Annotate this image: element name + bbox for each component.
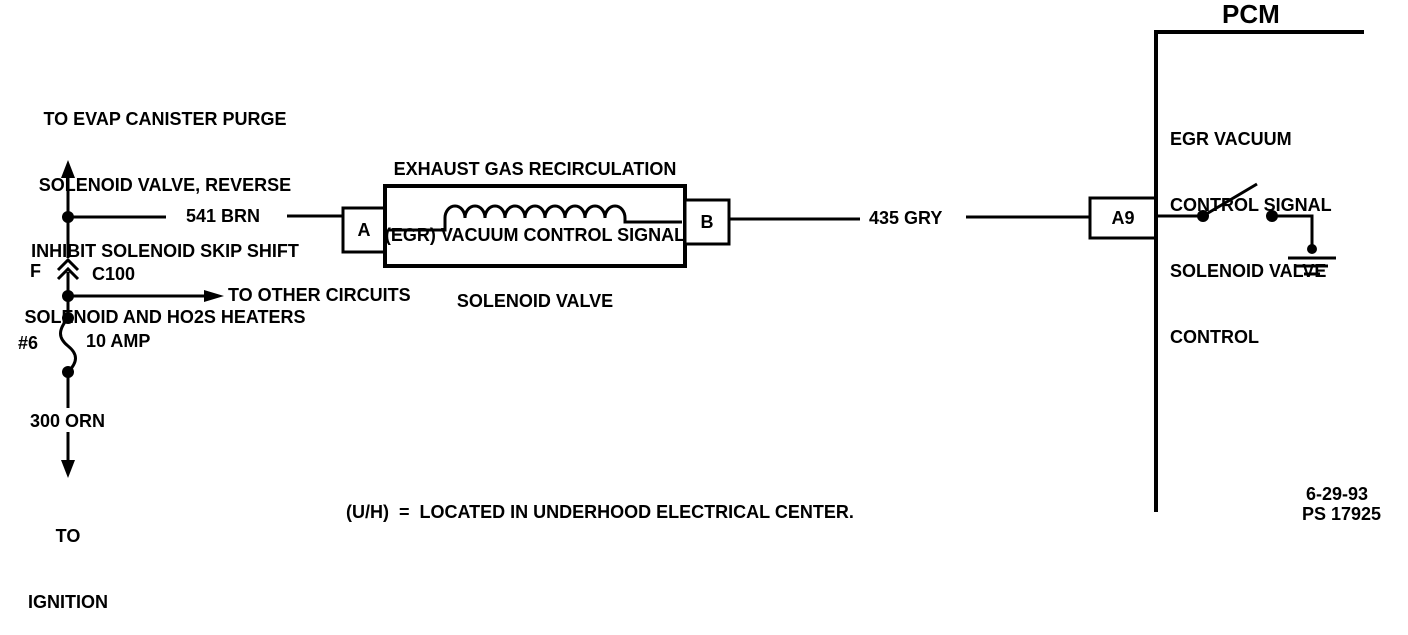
terminal-b-label: B [700, 212, 714, 232]
arrow-right-icon [204, 290, 224, 302]
arrow-up-icon [61, 160, 75, 178]
coil-lead-left [388, 218, 447, 232]
pcm-title: PCM [1222, 0, 1280, 29]
solenoid-title-line: EXHAUST GAS RECIRCULATION [393, 159, 677, 179]
connector-pin-label: F [30, 261, 41, 281]
solenoid-body [383, 184, 687, 268]
solenoid-title-line: SOLENOID VALVE [456, 291, 614, 311]
pcm-control-line: SOLENOID VALVE [1170, 261, 1327, 281]
schematic-diagram [56, 30, 1364, 512]
ground-dot [1307, 244, 1317, 254]
pcm-terminal-label: A9 [1111, 208, 1135, 228]
top-destination-line: INHIBIT SOLENOID SKIP SHIFT [31, 241, 299, 261]
connector-c100-icon [56, 257, 80, 272]
pcm-control-label: EGR VACUUM CONTROL SIGNAL SOLENOID VALVE… [1170, 84, 1332, 370]
fuse-dot-bottom [62, 366, 74, 378]
wire-label-435: 435 GRY [869, 208, 943, 228]
pcm-control-line: CONTROL SIGNAL [1170, 195, 1332, 215]
bottom-destination-line: IGNITION [28, 592, 108, 612]
solenoid-title-line: (EGR) VACUUM CONTROL SIGNAL [384, 225, 686, 245]
fuse-number-label: #6 [18, 333, 39, 353]
ps-code: PS 17925 [1302, 504, 1382, 524]
top-destination-line: SOLENOID AND HO2S HEATERS [24, 307, 306, 327]
solenoid-title: EXHAUST GAS RECIRCULATION (EGR) VACUUM C… [340, 114, 730, 334]
bottom-destination-label: TO IGNITION [8, 481, 128, 635]
terminal-a-label: A [357, 220, 371, 240]
fuse-icon [59, 317, 77, 374]
arrow-down-icon [61, 460, 75, 478]
pcm-control-line: CONTROL [1170, 327, 1259, 347]
pcm-control-line: EGR VACUUM [1170, 129, 1292, 149]
ground-wire [1272, 214, 1314, 252]
footnote: (U/H) = LOCATED IN UNDERHOOD ELECTRICAL … [346, 502, 854, 522]
date-code: 6-29-93 [1306, 484, 1369, 504]
wire-label-300: 300 ORN [30, 411, 106, 431]
other-circuits-label: TO OTHER CIRCUITS [228, 285, 411, 305]
top-destination-line: TO EVAP CANISTER PURGE [43, 109, 287, 129]
switch-arm-icon [1202, 182, 1258, 218]
coil-lead-right [623, 218, 682, 224]
fuse-rating-label: 10 AMP [86, 331, 151, 351]
connector-name-label: C100 [92, 264, 136, 284]
top-destination-label: TO EVAP CANISTER PURGE SOLENOID VALVE, R… [0, 64, 330, 350]
terminal-b-box [683, 198, 731, 246]
wire-label-541: 541 BRN [186, 206, 261, 226]
top-destination-line: SOLENOID VALVE, REVERSE [38, 175, 292, 195]
coil-icon [443, 204, 627, 219]
pcm-boundary [1154, 30, 1364, 512]
connector-c100-icon-2 [56, 266, 80, 281]
bottom-destination-line: TO [55, 526, 81, 546]
